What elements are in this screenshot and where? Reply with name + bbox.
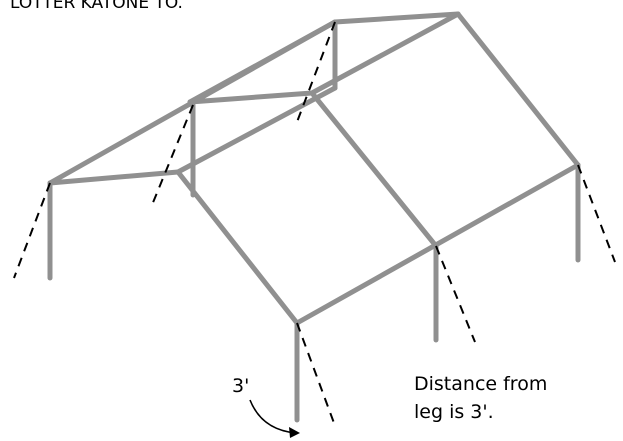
back-right-rafter — [332, 11, 461, 25]
guy-line-left-back — [13, 182, 51, 279]
left-eave-beam — [47, 169, 181, 186]
note-line-2: leg is 3'. — [414, 401, 494, 423]
right-roof-rafter — [455, 11, 581, 168]
guy-line-inner-post — [151, 104, 194, 206]
tent-frame — [47, 11, 581, 423]
ridge-beam — [309, 11, 461, 96]
front-roof-rafter — [175, 169, 300, 326]
measure-label: 3' — [232, 375, 249, 397]
note-line-1: Distance from — [414, 373, 547, 395]
guy-line-right-back — [577, 164, 616, 263]
header-text: LOTTER KATONE TO. — [10, 0, 183, 13]
guy-line-middle — [435, 245, 476, 343]
guy-lines — [13, 21, 616, 424]
arrow-head-icon — [289, 427, 300, 438]
mid-roof-rafter — [309, 90, 439, 249]
left-lower-rafter — [175, 85, 338, 175]
left-ridge-rafter — [47, 19, 338, 186]
measurement-arrow — [249, 399, 300, 438]
guy-line-front — [296, 322, 335, 424]
guy-line-ridge-back — [296, 21, 336, 123]
upper-crossbar — [187, 90, 315, 105]
